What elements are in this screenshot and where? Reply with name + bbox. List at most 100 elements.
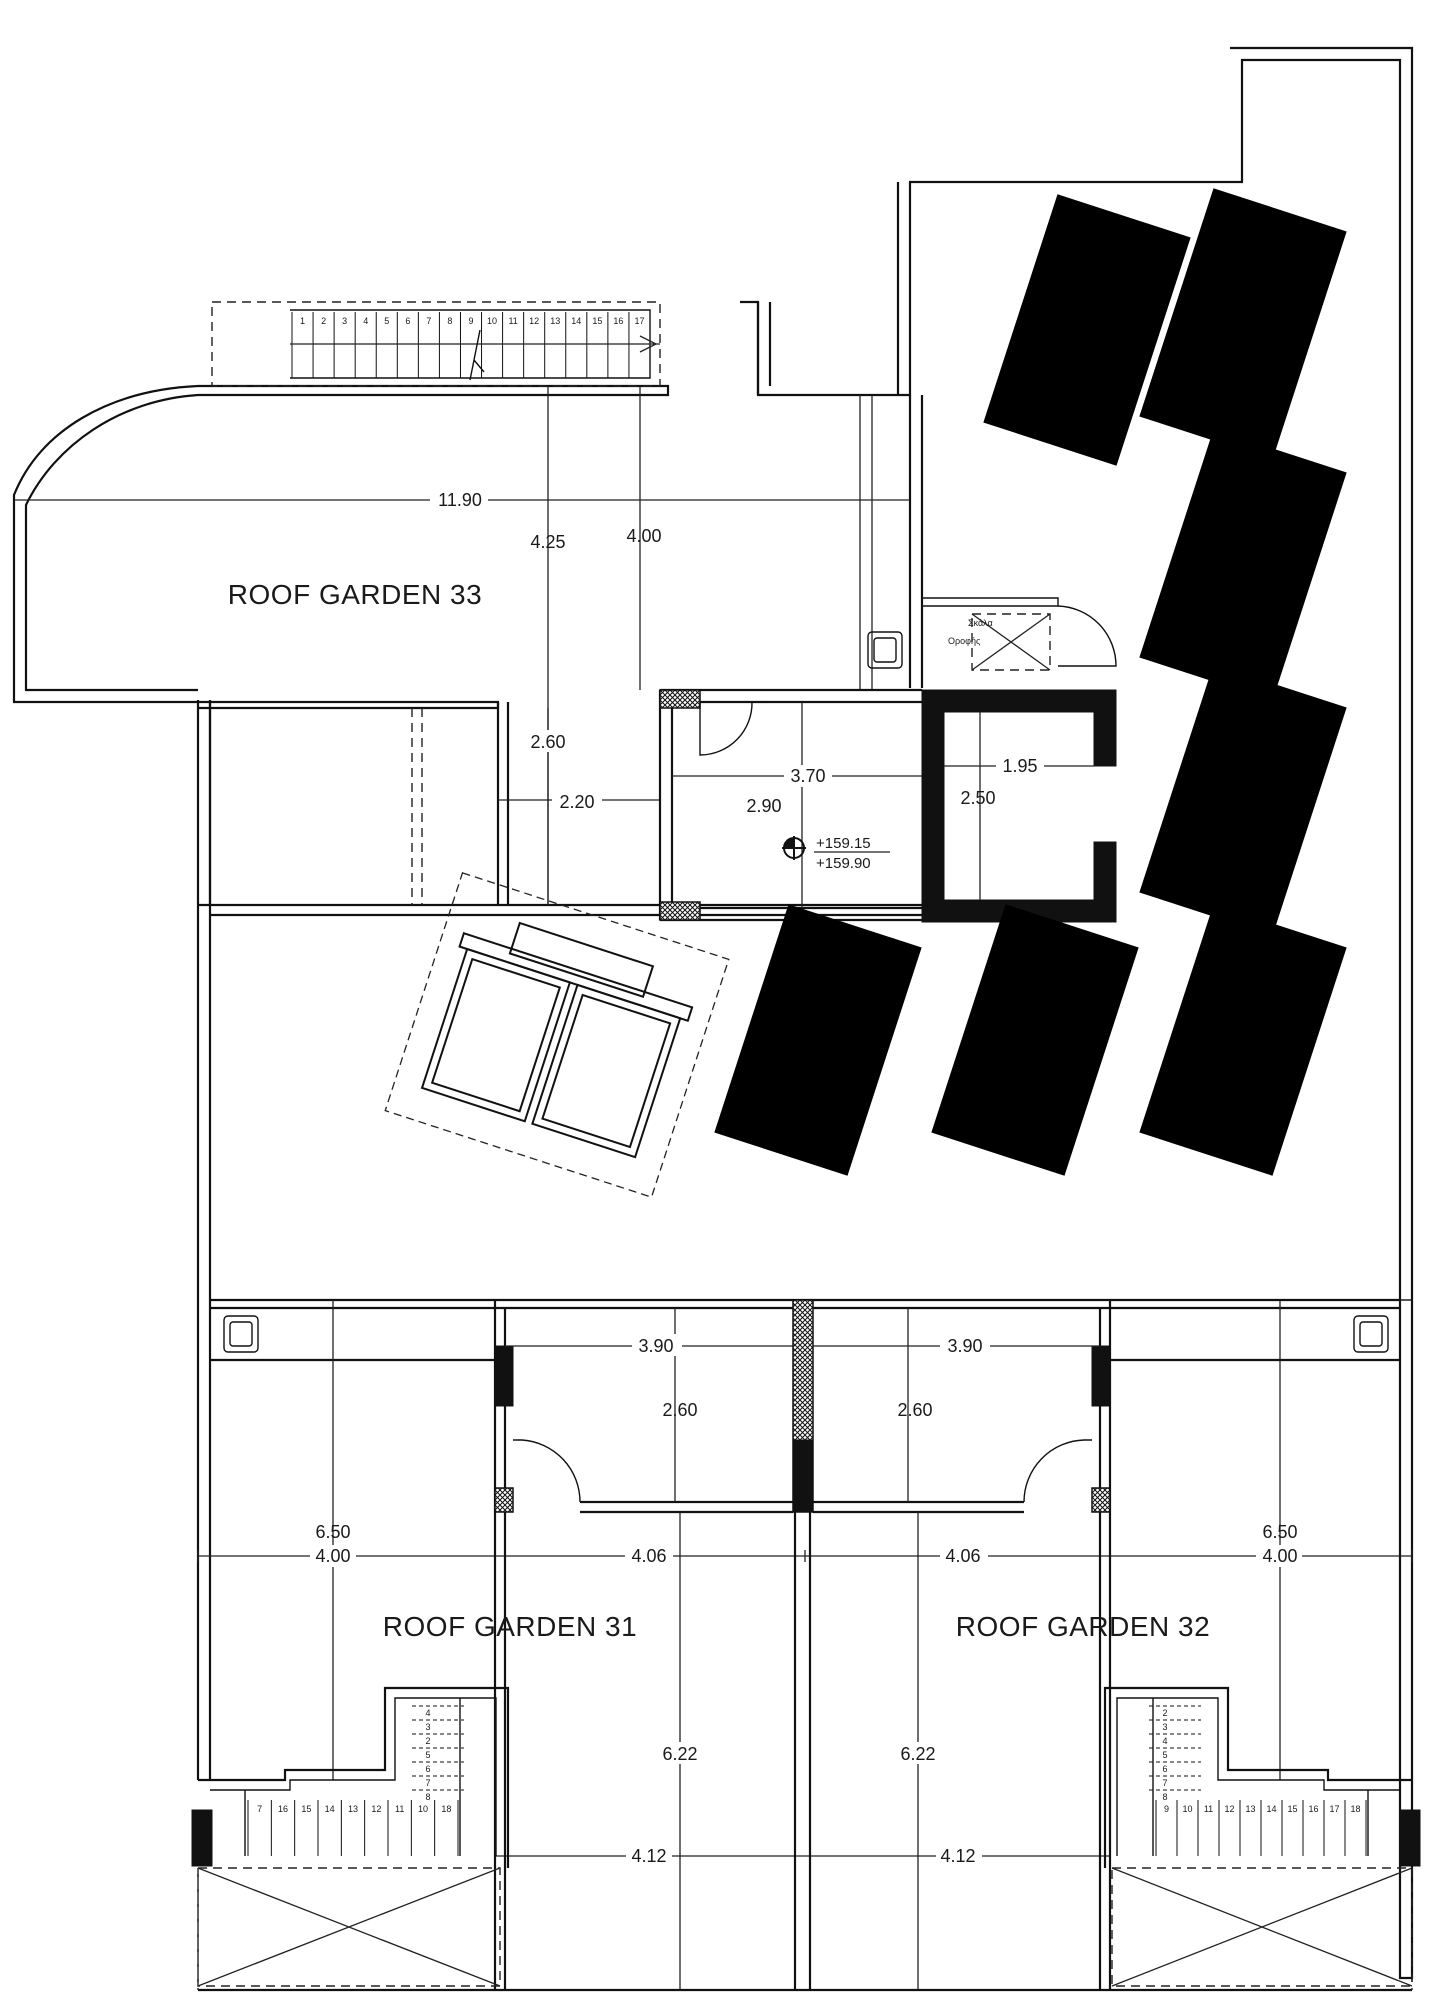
top-stair-step-number: 6 [405,316,410,326]
right-stair-step-number: 11 [1204,1804,1213,1814]
sunbed-icon [714,188,1347,1176]
top-stair-step-number: 13 [550,316,560,326]
right-stair-upper-step-number: 6 [1162,1764,1167,1774]
top-stair-step-number: 8 [447,316,452,326]
roof-hatch [922,597,1117,671]
left-stair-step-number: 14 [325,1804,335,1814]
right-stair-step-number: 12 [1224,1804,1234,1814]
dim-unit32-height: 2.60 [897,1400,932,1420]
sink-icon [1353,1315,1389,1353]
top-stair-step-number: 17 [634,316,644,326]
right-stair-step-number: 15 [1287,1804,1297,1814]
left-stair-step-number: 16 [278,1804,288,1814]
dim-left-edge: 4.00 [315,1546,350,1566]
dim-lift-height: 2.50 [960,788,995,808]
right-stair-step-number: 9 [1164,1804,1169,1814]
top-stair-step-number: 16 [613,316,623,326]
top-stair-step-number: 7 [426,316,431,326]
top-stair-step-number: 15 [592,316,602,326]
right-stair-step-number: 14 [1266,1804,1276,1814]
left-stair-step-number: 7 [257,1804,262,1814]
left-stair-upper-step-number: 6 [425,1764,430,1774]
top-stair-step-number: 1 [300,316,305,326]
left-stair-step-number: 15 [301,1804,311,1814]
left-stair-upper-step-number: 7 [425,1778,430,1788]
top-stair-step-number: 11 [508,316,517,326]
right-stair-upper-step-number: 8 [1162,1792,1167,1802]
top-stair-step-number: 10 [487,316,497,326]
roof-garden-33-zone [14,386,910,905]
right-stair-step-number: 10 [1182,1804,1192,1814]
left-stair-upper-step-number: 4 [425,1708,430,1718]
right-stair-upper-step-number: 7 [1162,1778,1167,1788]
dim-height-b: 4.00 [626,526,661,546]
left-stair-step-number: 11 [395,1804,404,1814]
level-labels: +159.15 +159.90 [814,835,890,872]
room-label-roof-garden-31: ROOF GARDEN 31 [383,1611,637,1642]
right-stair-step-number: 17 [1329,1804,1339,1814]
dim-room-height: 2.90 [746,796,781,816]
dim-left-depth: 6.50 [315,1522,350,1542]
left-stair-upper-step-number: 3 [425,1722,430,1732]
right-stair-step-number: 16 [1308,1804,1318,1814]
top-stair-step-number: 2 [321,316,326,326]
top-stair-step-number: 3 [342,316,347,326]
dimension-labels: 11.90 4.25 4.00 2.60 2.20 3.70 2.90 1.95… [310,488,1302,1867]
sunbed-icon [384,872,730,1198]
left-stair-step-number: 18 [441,1804,451,1814]
sink-icon [223,1315,259,1353]
level-b-label: +159.90 [816,855,871,872]
hatch-label-line2: Οροφής [948,636,981,646]
top-stair-step-number: 4 [363,316,368,326]
level-a-label: +159.15 [816,835,871,852]
dim-right-mid: 4.06 [945,1546,980,1566]
right-stair-step-number: 13 [1245,1804,1255,1814]
garden-dimensions [197,1512,1413,1990]
right-stair-upper-step-number: 4 [1162,1736,1167,1746]
dim-lift-width: 1.95 [1002,756,1037,776]
bottom-dashed-edges [197,1868,1413,1990]
stair-lobby [658,688,922,922]
dim-right-depth: 6.50 [1262,1522,1297,1542]
left-stair-step-number: 13 [348,1804,358,1814]
left-stair-upper-step-number: 5 [425,1750,430,1760]
top-stair-step-number: 9 [468,316,473,326]
right-stair-step-number: 18 [1350,1804,1360,1814]
dim-unit31-width: 3.90 [638,1336,673,1356]
dim-corridor: 2.20 [559,792,594,812]
roof-hatch-labels: Σκάλα Οροφής [948,618,993,646]
left-stair-upper-step-number: 8 [425,1792,430,1802]
dim-height-a: 4.25 [530,532,565,552]
dim-room-width: 3.70 [790,766,825,786]
right-stair-upper-step-number: 5 [1162,1750,1167,1760]
top-stair-step-number: 5 [384,316,389,326]
dim-top-width: 11.90 [438,490,482,510]
dim-stair-gap: 2.60 [530,732,565,752]
dim-left-mid: 4.06 [631,1546,666,1566]
left-stair-upper-step-number: 2 [425,1736,430,1746]
right-stair-upper-step-number: 3 [1162,1722,1167,1732]
lift-shaft [921,689,1117,923]
dim-garden31-depth: 6.22 [662,1744,697,1764]
level-datum-icon [782,836,806,860]
room-label-roof-garden-32: ROOF GARDEN 32 [956,1611,1210,1642]
dim-garden31-bottom: 4.12 [631,1846,666,1866]
dim-unit32-width: 3.90 [947,1336,982,1356]
top-stair-step-number: 12 [529,316,539,326]
sink-icon [867,631,903,669]
dim-garden32-bottom: 4.12 [940,1846,975,1866]
left-staircase: 7 16 15 14 13 12 11 10 18 4 3 2 5 6 7 8 [191,1686,510,1987]
right-stair-upper-step-number: 2 [1162,1708,1167,1718]
dim-unit31-height: 2.60 [662,1400,697,1420]
left-stair-step-number: 12 [371,1804,381,1814]
top-stair-step-number: 14 [571,316,581,326]
hatch-label-line1: Σκάλα [968,618,993,628]
dim-right-edge: 4.00 [1262,1546,1297,1566]
room-label-roof-garden-33: ROOF GARDEN 33 [228,579,482,610]
unit-rooms [332,1299,1281,1780]
right-staircase: 9 10 11 12 13 14 15 16 17 18 2 3 4 5 6 7 8 [1103,1686,1421,1987]
dim-garden32-depth: 6.22 [900,1744,935,1764]
left-stair-step-number: 10 [418,1804,428,1814]
